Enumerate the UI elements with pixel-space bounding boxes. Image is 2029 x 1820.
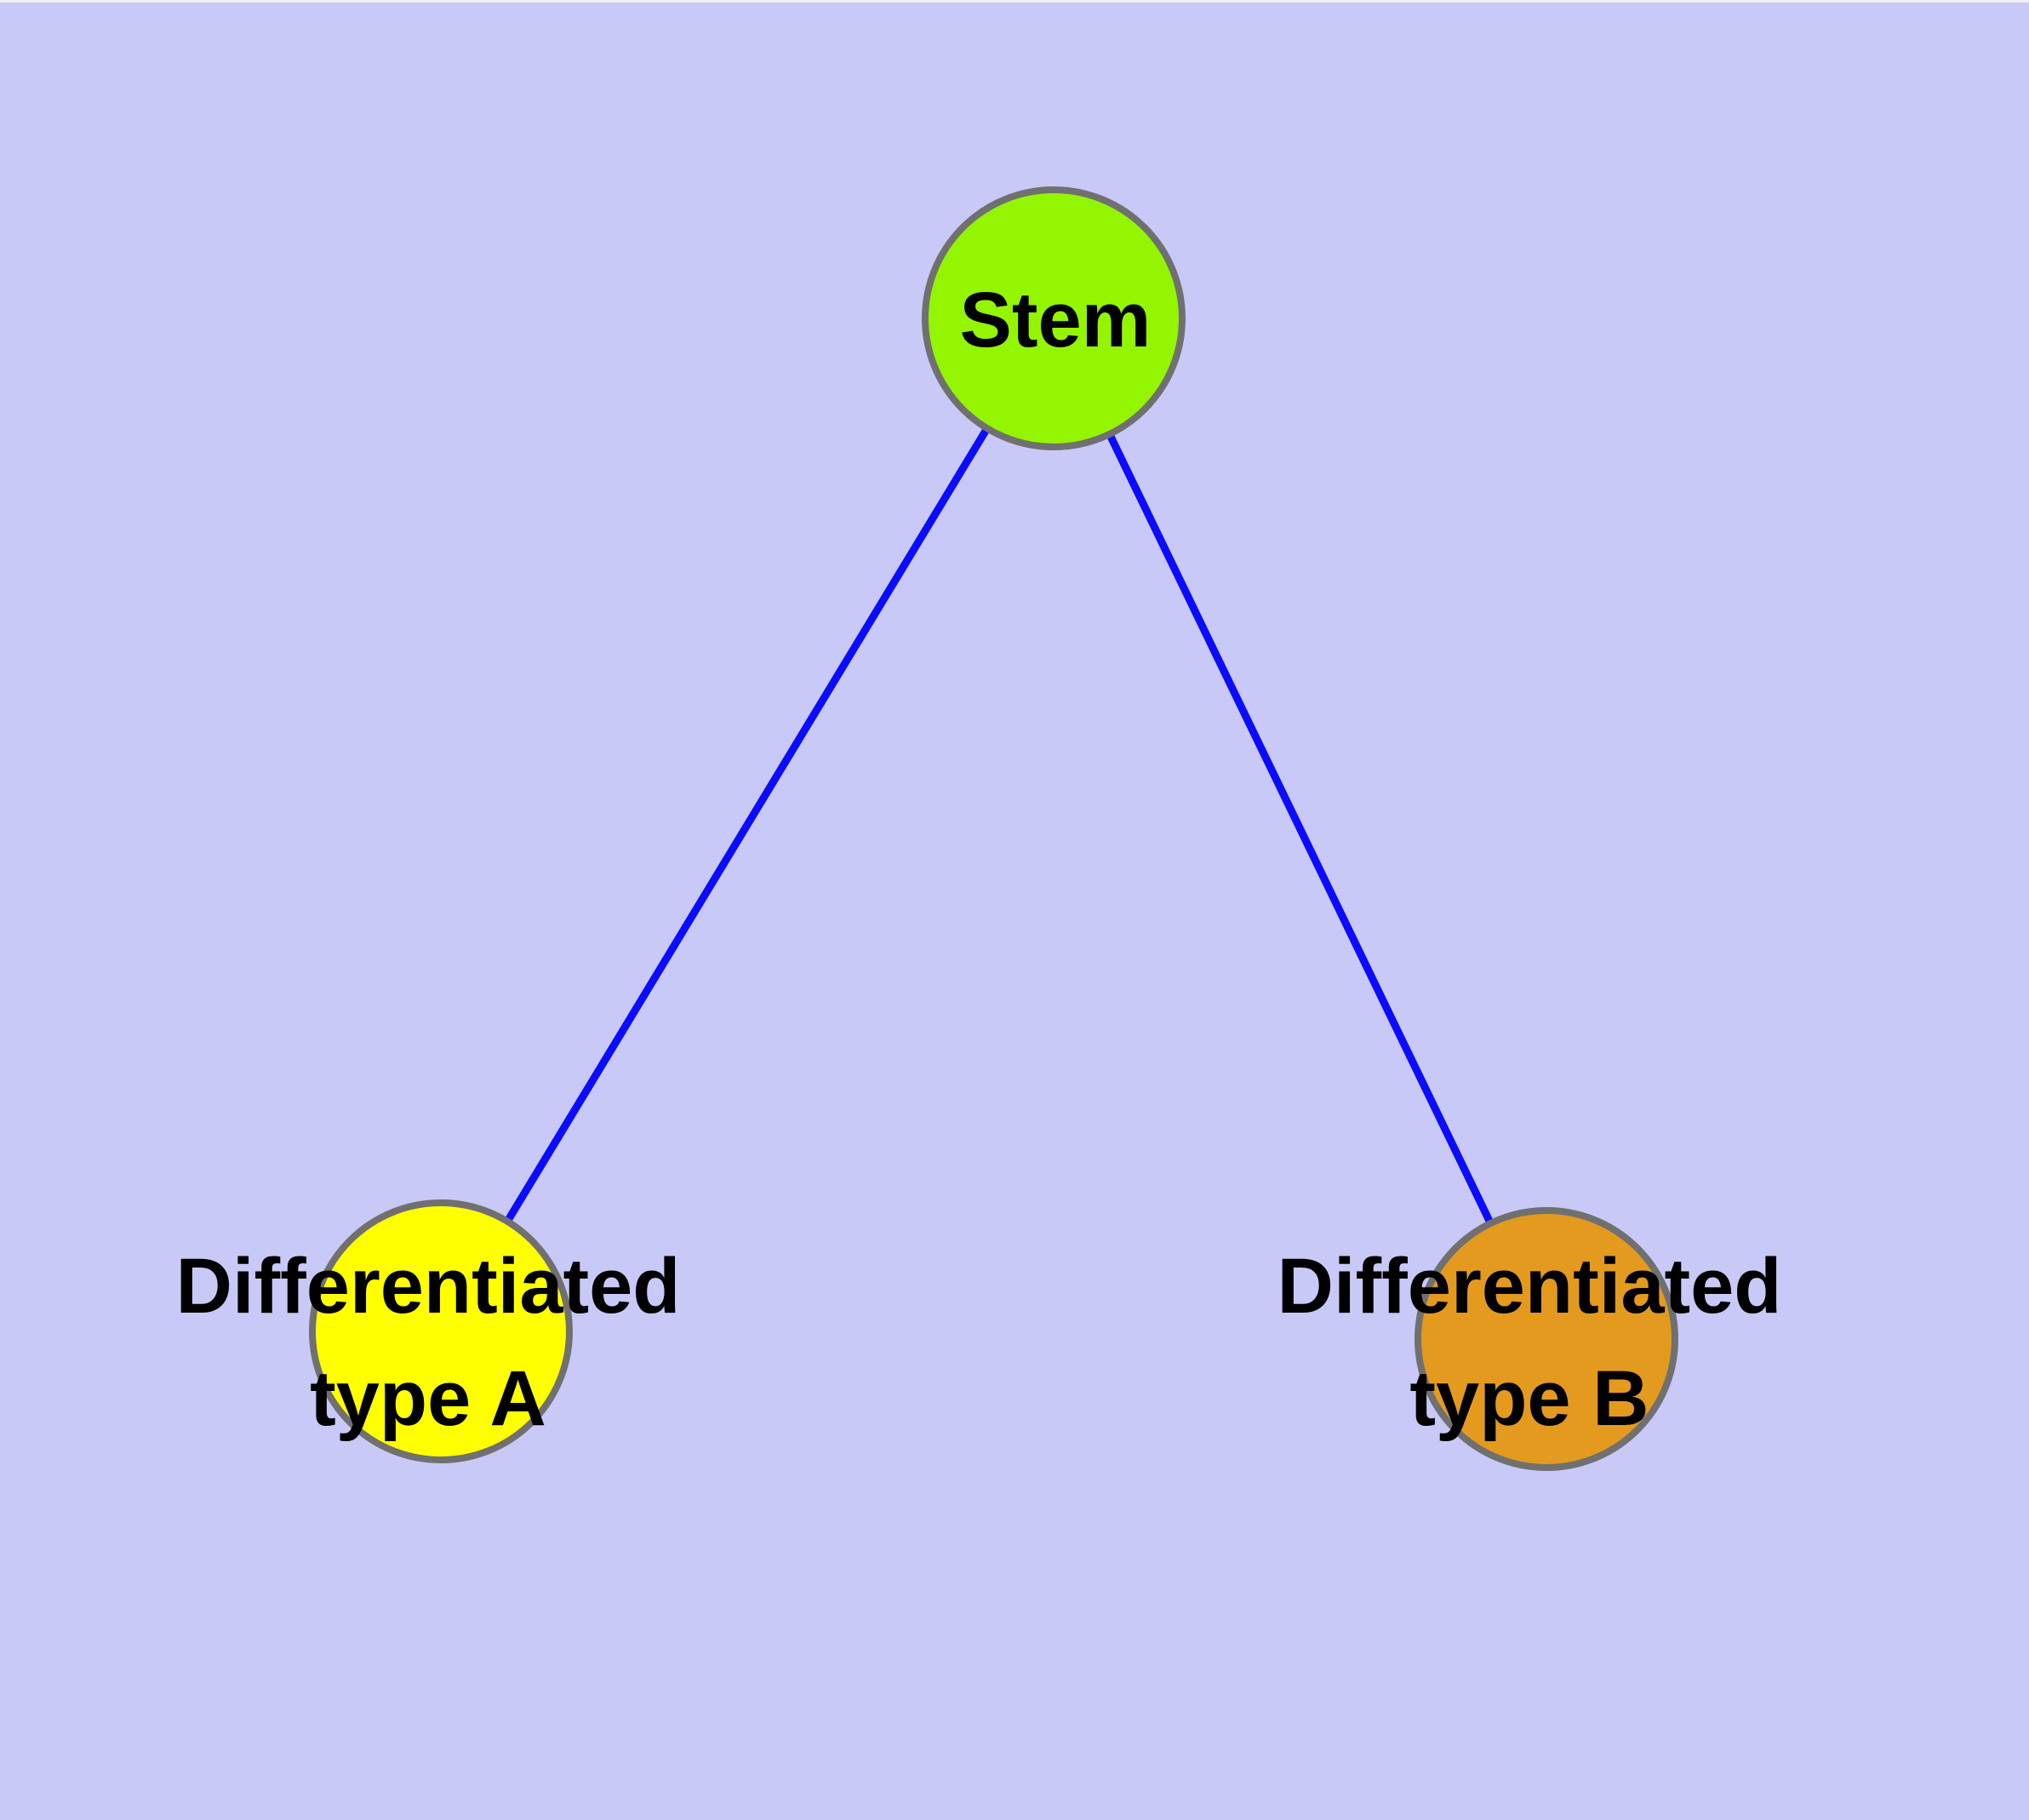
node-differentiated-type-b <box>1415 1207 1678 1471</box>
node-label-line: type B <box>1409 1355 1649 1442</box>
node-stem <box>922 186 1186 450</box>
node-label-differentiated-type-a: Differentiated type A <box>176 1230 681 1455</box>
edge-stem-to-type-b <box>1049 317 1551 1341</box>
edge-stem-to-type-a <box>437 316 1057 1334</box>
top-border <box>0 0 2029 3</box>
node-differentiated-type-a <box>309 1199 573 1463</box>
node-label-line: type A <box>310 1355 546 1442</box>
node-label-line: Differentiated <box>175 1243 681 1330</box>
node-label-stem: Stem <box>959 277 1152 363</box>
node-label-line: Differentiated <box>1277 1243 1782 1330</box>
node-label-differentiated-type-b: Differentiated type B <box>1277 1230 1782 1455</box>
